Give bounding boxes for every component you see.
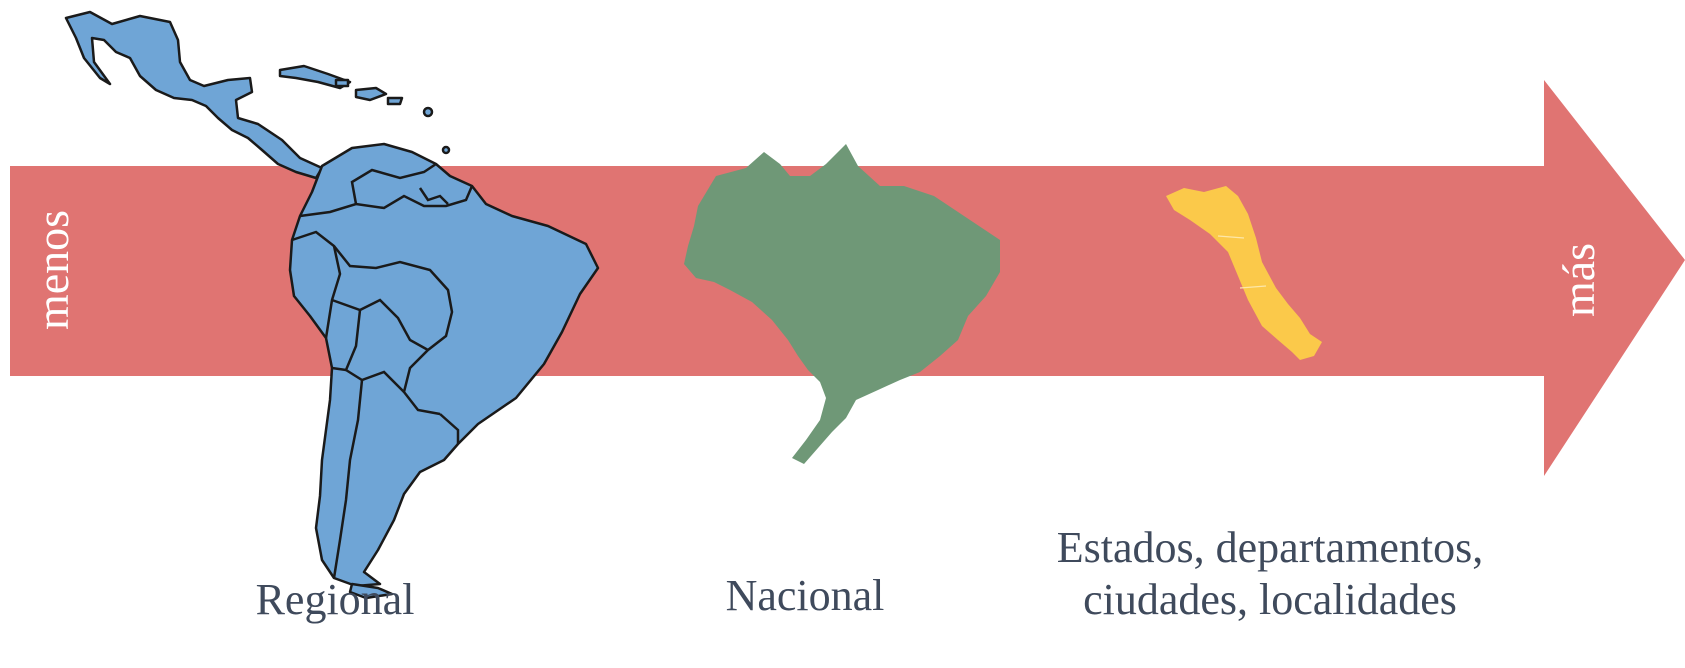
caption-regional: Regional	[255, 575, 415, 624]
caption-national: Nacional	[725, 571, 885, 620]
caption-local-line1: Estados, departamentos,	[1056, 523, 1484, 572]
baja-california-map-icon	[1166, 186, 1322, 360]
caption-local-line2: ciudades, localidades	[1083, 575, 1457, 624]
latin-america-map-icon	[64, 10, 600, 600]
caption-local: Estados, departamentos, ciudades, locali…	[1035, 522, 1505, 626]
arrow-label-low: menos	[27, 210, 78, 330]
brazil-map-icon	[684, 144, 1000, 464]
arrow-label-high: más	[1553, 243, 1604, 317]
